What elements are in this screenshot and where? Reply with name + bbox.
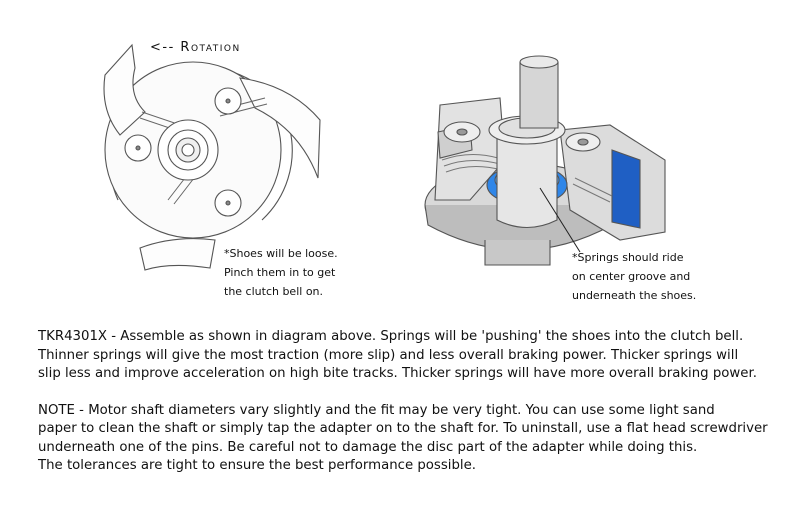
instructions: TKR4301X - Assemble as shown in diagram … (38, 328, 778, 476)
perspective-view-drawing (424, 55, 666, 266)
paragraph-line: underneath one of the pins. Be careful n… (38, 439, 698, 455)
springs-note-line: underneath the shoes. (572, 289, 697, 302)
shoes-note-line: *Shoes will be loose. (224, 247, 338, 260)
springs-note: *Springs should ride on center groove an… (572, 248, 696, 305)
rotation-label: <-- Rotation (150, 40, 241, 55)
top-view-drawing (103, 43, 321, 271)
paragraph-line: The tolerances are tight to ensure the b… (38, 458, 477, 473)
springs-note-line: *Springs should ride (572, 251, 684, 264)
leader-line (539, 187, 581, 253)
shoe-right (239, 77, 321, 179)
shoes-note-line: the clutch bell on. (224, 285, 324, 298)
paragraph-line: slip less and improve acceleration on hi… (38, 366, 757, 381)
shoe-top-left (103, 43, 146, 136)
shoes-note-line: Pinch them in to get (224, 266, 336, 279)
motor-shaft (519, 62, 559, 129)
clutch-diagram (103, 43, 666, 271)
paragraph-line: NOTE - Motor shaft diameters vary slight… (38, 402, 715, 418)
shoes-note: *Shoes will be loose. Pinch them in to g… (224, 244, 338, 301)
paragraph-line: Thinner springs will give the most tract… (38, 347, 739, 363)
paragraph-line: paper to clean the shaft or simply tap t… (38, 421, 768, 436)
paragraph-line: TKR4301X - Assemble as shown in diagram … (38, 329, 744, 344)
hub (496, 130, 558, 228)
shoe-blue-band (611, 149, 641, 229)
springs-note-line: on center groove and (572, 270, 691, 283)
shoe-bottom (139, 238, 216, 271)
